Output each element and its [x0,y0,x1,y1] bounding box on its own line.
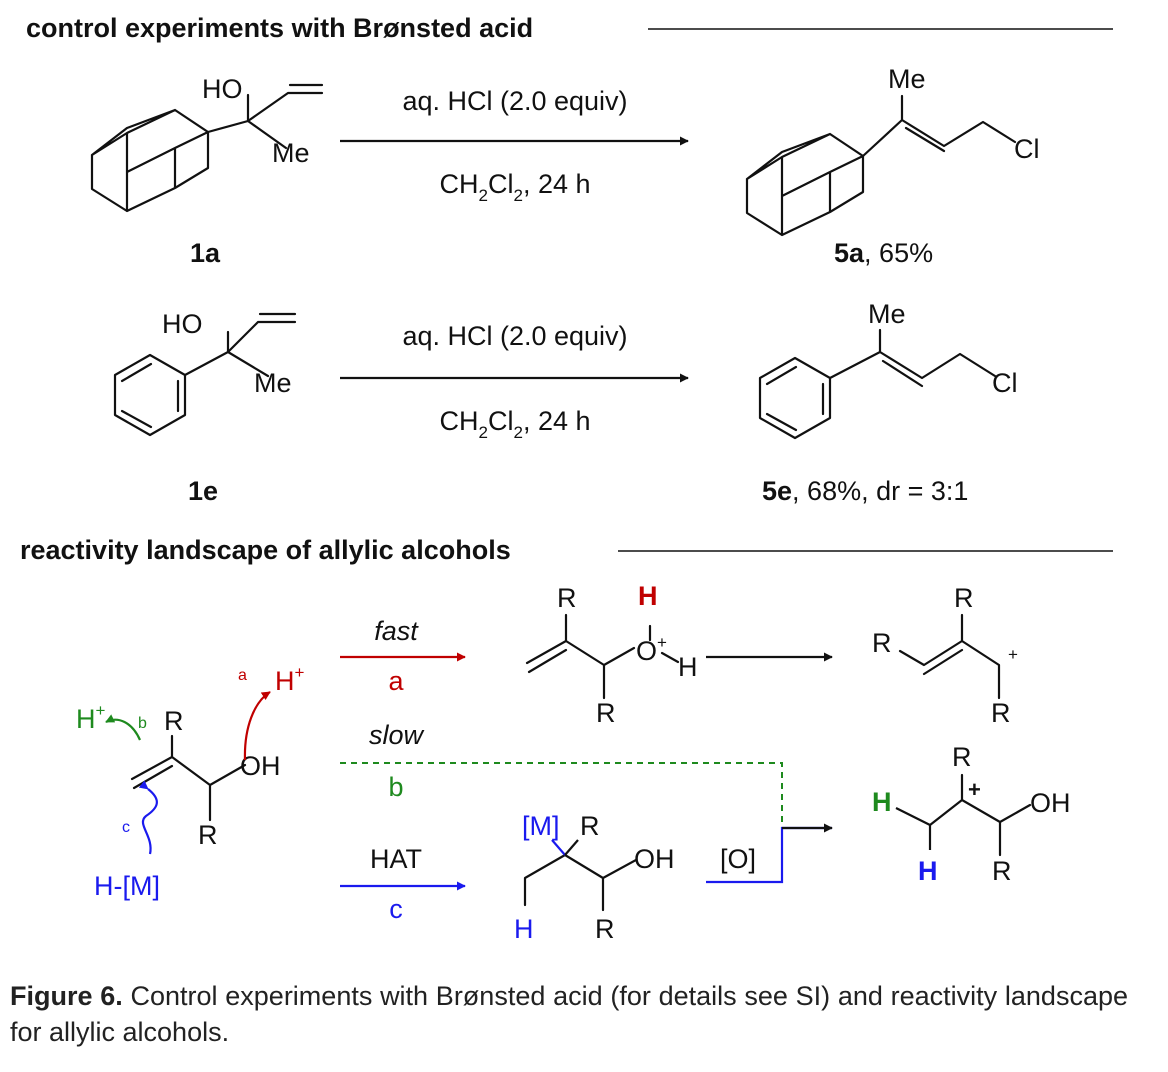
product-5e-label: 5e, 68%, dr = 3:1 [762,476,968,506]
blue-curved-arrow [138,780,158,855]
red-proton: H+ [275,663,305,696]
metal-bond [551,839,566,856]
path-c: HAT c [340,844,466,924]
conditions-1: CH2Cl2, 24 h [440,169,591,205]
oxonium-proton: H [638,581,658,611]
hat-r: R [580,811,600,841]
reagent-1: aq. HCl (2.0 equiv) [402,86,627,116]
prod1-methyl: Me [888,64,926,94]
landscape-section-header: reactivity landscape of allylic alcohols [20,535,1113,565]
oxonium-h-right: H [678,652,698,682]
conditions-2: CH2Cl2, 24 h [440,406,591,442]
allyl-plus: + [1008,645,1018,664]
sm2-methyl: Me [254,368,292,398]
product-5a-label: 5a, 65% [834,238,933,268]
path-b-label: b [388,772,403,802]
oxonium-r-top: R [557,583,577,613]
scheme-2: HO Me 1e aq. HCl (2.0 equiv) CH2Cl2, 24 … [113,299,1018,506]
r-bond [564,839,579,856]
sm2-hydroxyl: HO [162,309,203,339]
hat-hydroxyl: OH [634,844,675,874]
control-section-header: control experiments with Brønsted acid [26,13,1113,43]
caption-text: Control experiments with Brønsted acid (… [10,981,1128,1047]
reagent-2: aq. HCl (2.0 equiv) [402,321,627,351]
compound-1a-label: 1a [190,238,221,268]
path-b-slow: slow [369,720,425,750]
landscape-section-title: reactivity landscape of allylic alcohols [20,535,511,565]
path-a: fast a [340,616,466,696]
final-h-blue: H [918,856,938,886]
allyl-cation: R R + R [872,583,1018,728]
phenyl-1e [113,312,297,437]
path-c-small-label: c [122,819,130,836]
prod2-chloride: Cl [992,368,1018,398]
oxidant-label: [O] [720,844,756,874]
compound-1e-label: 1e [188,476,218,506]
product-5a-structure [745,94,1017,237]
allylic-alcohol-center: R OH R H+ b H+ a c H-[M] [76,663,305,901]
prod1-chloride: Cl [1014,134,1040,164]
path-b-small-label: b [138,715,147,732]
hat-r-bottom: R [595,914,615,944]
center-r-bottom: R [198,820,218,850]
path-a-label: a [388,666,404,696]
final-r-top: R [952,742,972,772]
scheme-1: HO Me 1a aq. HCl (2.0 equiv) CH2Cl2, 24 … [90,64,1040,268]
oxonium-intermediate: R H O+ H R [525,581,698,728]
hat-hydrogen: H [514,914,534,944]
sm1-hydroxyl: HO [202,74,243,104]
path-c-label: c [389,894,403,924]
center-hydroxyl: OH [240,751,281,781]
control-section-title: control experiments with Brønsted acid [26,13,533,43]
ch-bond-top [895,807,931,826]
path-b: slow b [340,720,783,828]
allyl-r-top: R [954,583,974,613]
path-c-hat: HAT [370,844,422,874]
caption-label: Figure 6. [10,981,123,1011]
sm1-methyl: Me [272,138,310,168]
metal-hydride: H-[M] [94,871,160,901]
green-proton: H+ [76,701,106,734]
product-5e-structure [758,328,997,440]
figure-caption: Figure 6. Control experiments with Brøns… [10,978,1128,1050]
red-curved-arrow [243,691,271,761]
path-a-small-label: a [238,667,247,684]
path-b-dashed-line [340,762,783,828]
allyl-r-bottom: R [991,698,1011,728]
green-curved-arrow [105,714,142,741]
hat-metal: [M] [522,811,560,841]
final-cation: R + OH H H R [872,742,1071,886]
path-a-fast: fast [374,616,419,646]
hat-intermediate: [M] R OH H R [514,811,675,944]
scheme-figure: control experiments with Brønsted acid H… [20,13,1113,944]
oxonium-oxygen: O+ [636,633,667,666]
adamantane-1a [90,83,324,213]
final-hydroxyl: OH [1030,788,1071,818]
final-h-green: H [872,787,892,817]
oxonium-r-bottom: R [596,698,616,728]
final-r-bottom: R [992,856,1012,886]
final-plus: + [968,777,981,802]
center-r-top: R [164,706,184,736]
allyl-r-left: R [872,628,892,658]
prod2-methyl: Me [868,299,906,329]
